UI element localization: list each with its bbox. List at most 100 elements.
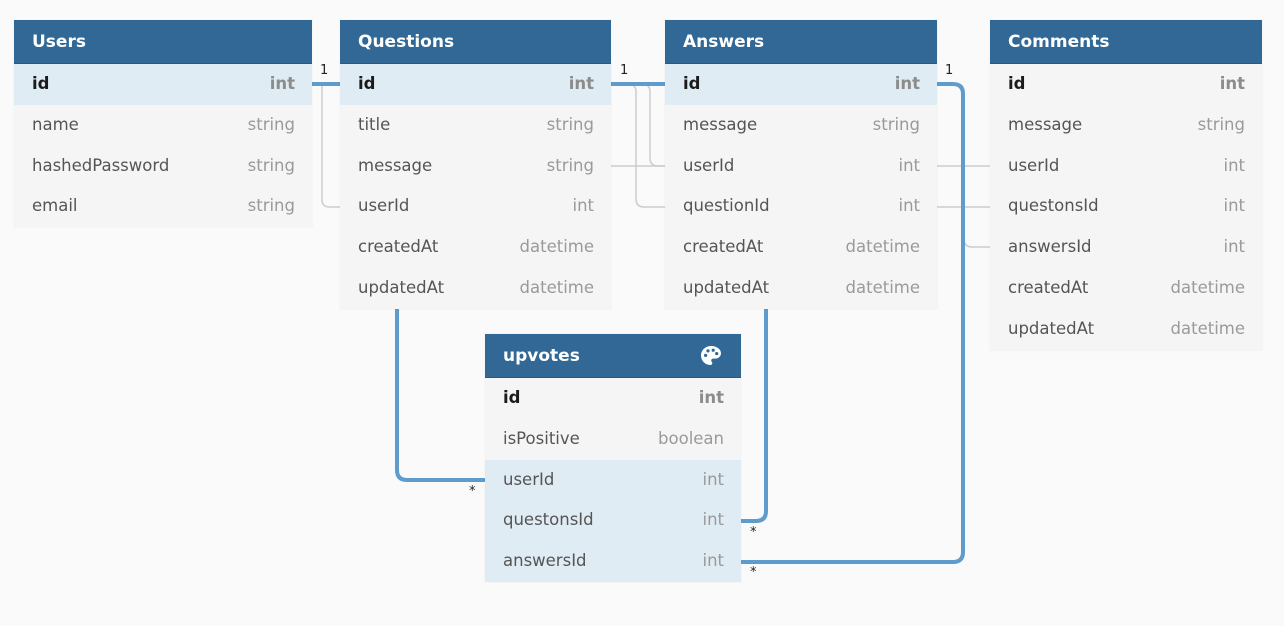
field-name: id xyxy=(1008,74,1026,93)
field-row-answersId[interactable]: answersId int xyxy=(485,541,741,582)
cardinality-many-upvotes-questonsId: * xyxy=(750,525,757,540)
field-name: isPositive xyxy=(503,428,580,448)
field-type: int xyxy=(1223,196,1245,216)
field-row-id[interactable]: id int xyxy=(665,64,937,105)
field-type: int xyxy=(1223,155,1245,175)
table-title: Answers xyxy=(683,32,765,52)
field-row-updatedAt[interactable]: updatedAt datetime xyxy=(340,268,611,309)
link-users-id-to-questions-userId xyxy=(312,83,340,208)
field-row-answersId[interactable]: answersId int xyxy=(990,227,1262,268)
field-name: message xyxy=(1008,114,1083,134)
field-type: int xyxy=(702,469,724,489)
field-type: datetime xyxy=(845,277,920,297)
link-questions-to-upvotes-userId xyxy=(395,309,485,482)
table-title: Comments xyxy=(1008,32,1110,52)
link-answers-to-upvotes-questonsId xyxy=(741,309,768,523)
field-row-questonsId[interactable]: questonsId int xyxy=(990,186,1262,227)
field-type: string xyxy=(247,114,295,134)
table-comments-header[interactable]: Comments xyxy=(990,20,1262,64)
field-name: id xyxy=(503,388,521,407)
field-type: datetime xyxy=(519,277,594,297)
link-questions-id-to-answers-userId xyxy=(611,83,665,167)
field-row-message[interactable]: message string xyxy=(665,105,937,146)
field-row-questonsId[interactable]: questonsId int xyxy=(485,500,741,542)
palette-icon[interactable] xyxy=(699,344,723,368)
table-upvotes-header[interactable]: upvotes xyxy=(485,334,741,378)
field-name: id xyxy=(358,74,376,93)
field-type: int xyxy=(572,196,594,216)
field-row-userId[interactable]: userId int xyxy=(665,146,937,187)
field-type: int xyxy=(1219,74,1245,93)
field-name: questonsId xyxy=(503,510,594,530)
table-title: Questions xyxy=(358,32,455,52)
field-type: boolean xyxy=(658,428,724,448)
field-name: questonsId xyxy=(1008,196,1099,216)
field-name: createdAt xyxy=(1008,277,1089,297)
field-type: int xyxy=(698,388,724,407)
field-row-name[interactable]: name string xyxy=(14,105,312,146)
field-type: int xyxy=(568,74,594,93)
field-name: answersId xyxy=(503,551,587,571)
field-row-createdAt[interactable]: createdAt datetime xyxy=(665,227,937,268)
field-name: id xyxy=(683,74,701,93)
field-type: int xyxy=(894,74,920,93)
field-type: int xyxy=(1223,237,1245,257)
table-comments[interactable]: Comments id int message string userId in… xyxy=(990,20,1262,350)
field-row-hashedPassword[interactable]: hashedPassword string xyxy=(14,146,312,187)
table-answers[interactable]: Answers id int message string userId int… xyxy=(665,20,937,309)
field-row-id[interactable]: id int xyxy=(340,64,611,105)
table-answers-header[interactable]: Answers xyxy=(665,20,937,64)
cardinality-many-upvotes-userId: * xyxy=(469,484,476,499)
field-row-questionId[interactable]: questionId int xyxy=(665,186,937,227)
field-name: message xyxy=(358,155,433,175)
table-upvotes[interactable]: upvotes id int isPositive boolean userId… xyxy=(485,334,741,582)
field-row-id[interactable]: id int xyxy=(485,378,741,419)
field-row-createdAt[interactable]: createdAt datetime xyxy=(340,227,611,268)
field-row-userId[interactable]: userId int xyxy=(990,146,1262,187)
field-name: name xyxy=(32,114,79,134)
cardinality-one-answers: 1 xyxy=(945,63,954,78)
field-name: userId xyxy=(358,196,410,216)
field-type: int xyxy=(898,155,920,175)
field-name: hashedPassword xyxy=(32,155,170,175)
field-row-message[interactable]: message string xyxy=(340,146,611,187)
field-type: datetime xyxy=(1170,277,1245,297)
field-row-id[interactable]: id int xyxy=(14,64,312,105)
field-name: email xyxy=(32,196,78,216)
field-type: int xyxy=(269,74,295,93)
field-name: updatedAt xyxy=(1008,318,1095,338)
link-questions-id-to-answers-questionId xyxy=(611,83,665,208)
cardinality-one-questions: 1 xyxy=(620,63,629,78)
field-type: datetime xyxy=(845,237,920,257)
field-row-message[interactable]: message string xyxy=(990,105,1262,146)
table-users-header[interactable]: Users xyxy=(14,20,312,64)
table-users[interactable]: Users id int name string hashedPassword … xyxy=(14,20,312,228)
field-type: string xyxy=(247,155,295,175)
field-name: updatedAt xyxy=(358,277,445,297)
field-type: int xyxy=(702,510,724,530)
field-row-createdAt[interactable]: createdAt datetime xyxy=(990,268,1262,309)
table-questions[interactable]: Questions id int title string message st… xyxy=(340,20,611,309)
field-row-userId[interactable]: userId int xyxy=(485,459,741,501)
field-type: datetime xyxy=(519,237,594,257)
field-type: int xyxy=(702,551,724,571)
field-row-email[interactable]: email string xyxy=(14,186,312,227)
table-questions-header[interactable]: Questions xyxy=(340,20,611,64)
field-name: userId xyxy=(503,469,555,489)
cardinality-one-users: 1 xyxy=(320,63,329,78)
field-row-updatedAt[interactable]: updatedAt datetime xyxy=(665,268,937,309)
field-row-title[interactable]: title string xyxy=(340,105,611,146)
field-name: answersId xyxy=(1008,237,1092,257)
field-type: string xyxy=(546,155,594,175)
field-type: string xyxy=(247,196,295,216)
field-row-id[interactable]: id int xyxy=(990,64,1262,105)
field-name: userId xyxy=(683,155,735,175)
field-row-updatedAt[interactable]: updatedAt datetime xyxy=(990,309,1262,350)
field-name: title xyxy=(358,114,391,134)
field-name: userId xyxy=(1008,155,1060,175)
field-row-userId[interactable]: userId int xyxy=(340,186,611,227)
field-type: string xyxy=(1197,114,1245,134)
field-row-isPositive[interactable]: isPositive boolean xyxy=(485,419,741,460)
field-type: datetime xyxy=(1170,318,1245,338)
